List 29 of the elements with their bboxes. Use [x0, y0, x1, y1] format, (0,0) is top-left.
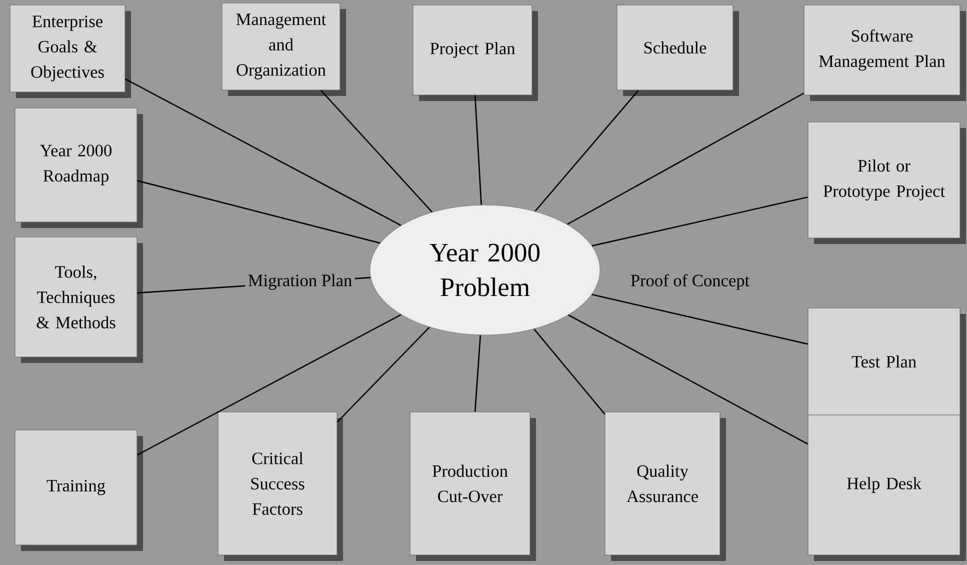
- topic-box: Production Cut-Over: [410, 412, 536, 561]
- topic-box: Critical Success Factors: [218, 412, 343, 561]
- spoke-line: [474, 95, 482, 205]
- spoke-line: [534, 90, 639, 212]
- spoke-line: [474, 335, 482, 412]
- topic-box: Year 2000 Roadmap: [14, 108, 143, 228]
- spoke-line: [137, 180, 380, 244]
- spoke-line: [136, 314, 402, 456]
- area-label: Migration Plan: [245, 271, 355, 293]
- topic-box: Pilot or Prototype Project: [808, 122, 966, 244]
- topic-box: Project Plan: [412, 4, 538, 101]
- spoke-line: [320, 90, 433, 212]
- spoke-line: [534, 328, 606, 414]
- spoke-line: [568, 314, 808, 445]
- topic-box: Help Desk: [808, 414, 966, 561]
- topic-box: Schedule: [616, 4, 739, 96]
- spoke-line: [336, 326, 430, 423]
- topic-box: Training: [14, 430, 143, 551]
- topic-box: Test Plan: [808, 308, 966, 421]
- spoke-line: [567, 92, 804, 225]
- topic-box: Quality Assurance: [604, 412, 726, 561]
- area-label: Proof of Concept: [628, 271, 752, 293]
- spoke-line: [592, 294, 808, 345]
- spoke-line: [592, 196, 808, 246]
- topic-box: Tools, Techniques & Methods: [14, 236, 143, 363]
- topic-box: Software Management Plan: [804, 4, 966, 101]
- topic-box: Management and Organization: [222, 2, 346, 96]
- spoke-line: [124, 78, 402, 226]
- topic-box: Enterprise Goals & Objectives: [10, 4, 131, 98]
